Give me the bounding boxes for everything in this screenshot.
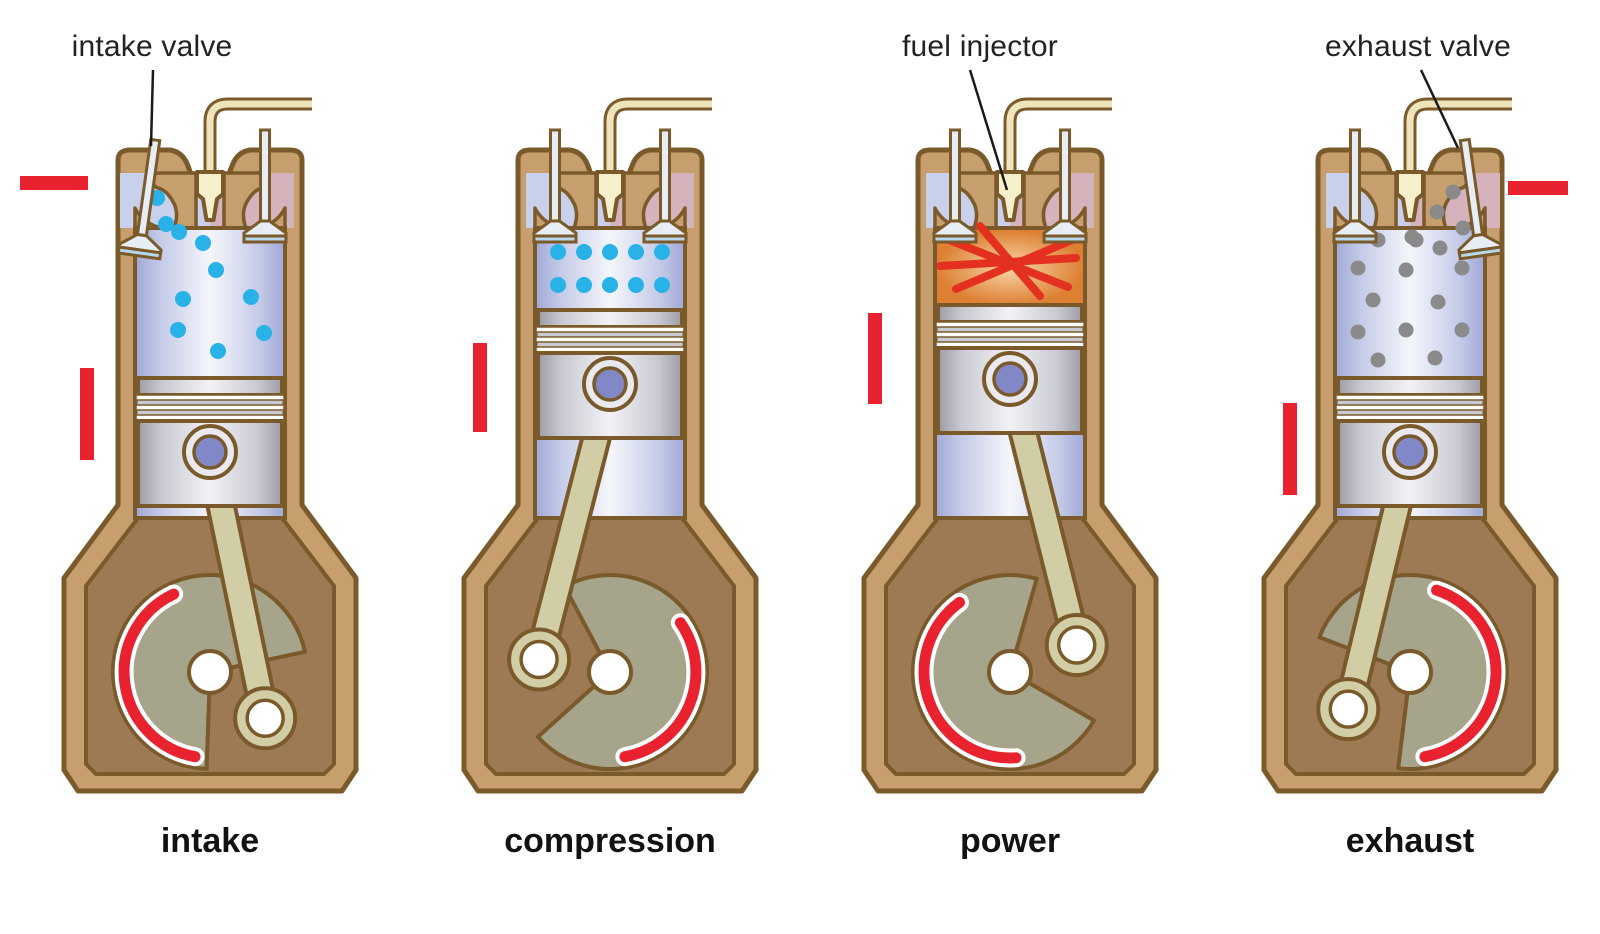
- crank-pin: [519, 639, 559, 680]
- stroke-label-exhaust: exhaust: [1345, 822, 1475, 860]
- fuel-injector: [995, 170, 1025, 222]
- exhaust-valve: [1457, 137, 1504, 261]
- piston-ring: [535, 336, 685, 343]
- leader-line: [1419, 69, 1460, 149]
- intake-valve: [116, 137, 163, 261]
- fuel-injector: [195, 170, 225, 222]
- piston-motion-arrow: [473, 343, 487, 432]
- piston-ring: [535, 326, 685, 333]
- crank-pin: [245, 698, 285, 739]
- engine-diagram-compression: [461, 97, 759, 794]
- fuel-injector: [595, 170, 625, 222]
- piston: [134, 376, 286, 508]
- leader-line: [968, 69, 1009, 191]
- piston-crown: [936, 303, 1084, 324]
- piston: [534, 308, 686, 440]
- stroke-label-intake: intake: [160, 822, 260, 860]
- engine-diagram-exhaust: [1261, 69, 1568, 794]
- leader-line: [149, 69, 155, 147]
- stroke-label-compression: compression: [504, 822, 716, 860]
- exhaust-valve: [642, 128, 688, 244]
- crank-pin: [1328, 689, 1369, 729]
- crank-rotation-arrow: [114, 584, 205, 767]
- mixture-dots: [149, 190, 272, 359]
- exhaust-valve: [242, 128, 288, 244]
- piston-crown: [536, 308, 684, 329]
- crank-pin: [1057, 625, 1097, 665]
- exhaust-flow-arrow: [1508, 181, 1568, 195]
- stroke-label-power: power: [959, 822, 1061, 860]
- label-exhaust-valve: exhaust valve: [1324, 30, 1512, 63]
- crankshaft-center: [1387, 649, 1433, 695]
- piston-motion-arrow: [1283, 403, 1297, 495]
- exhaust-gas-dots: [1350, 184, 1471, 368]
- piston-ring: [135, 394, 285, 401]
- mixture-dots: [550, 244, 670, 293]
- engine-cell-intake: intake valve intake: [0, 0, 400, 934]
- engine-cell-compression: compression: [400, 0, 800, 934]
- piston-motion-arrow: [80, 368, 94, 460]
- crank-rotation-arrow: [914, 592, 1026, 768]
- crankshaft-center: [187, 649, 233, 695]
- fuel-injector: [1395, 170, 1425, 222]
- intake-valve: [1332, 128, 1378, 244]
- piston-crown: [1336, 376, 1484, 397]
- piston-ring: [935, 331, 1085, 338]
- crankshaft-center: [587, 649, 633, 695]
- piston-ring: [1335, 394, 1485, 401]
- piston: [934, 303, 1086, 435]
- engine-diagram-intake: [20, 69, 359, 794]
- label-fuel-injector: fuel injector: [901, 30, 1058, 63]
- piston-ring: [935, 321, 1085, 328]
- piston-motion-arrow: [868, 313, 882, 404]
- engine-cell-power: fuel injector power: [800, 0, 1200, 934]
- piston-ring: [135, 404, 285, 411]
- explosion-spike: [936, 254, 1080, 270]
- intake-flow-arrow: [20, 176, 88, 190]
- intake-valve: [932, 128, 978, 244]
- engine-cell-exhaust: exhaust valve exhaust: [1200, 0, 1600, 934]
- piston-crown: [136, 376, 284, 397]
- crank-rotation-arrow: [1415, 580, 1506, 767]
- crank-rotation-arrow: [615, 613, 706, 767]
- engine-diagram-power: [861, 69, 1159, 794]
- exhaust-valve: [1042, 128, 1088, 244]
- label-intake-valve: intake valve: [71, 30, 233, 63]
- piston: [1334, 376, 1486, 508]
- intake-valve: [532, 128, 578, 244]
- crankshaft-center: [987, 649, 1033, 695]
- piston-ring: [1335, 404, 1485, 411]
